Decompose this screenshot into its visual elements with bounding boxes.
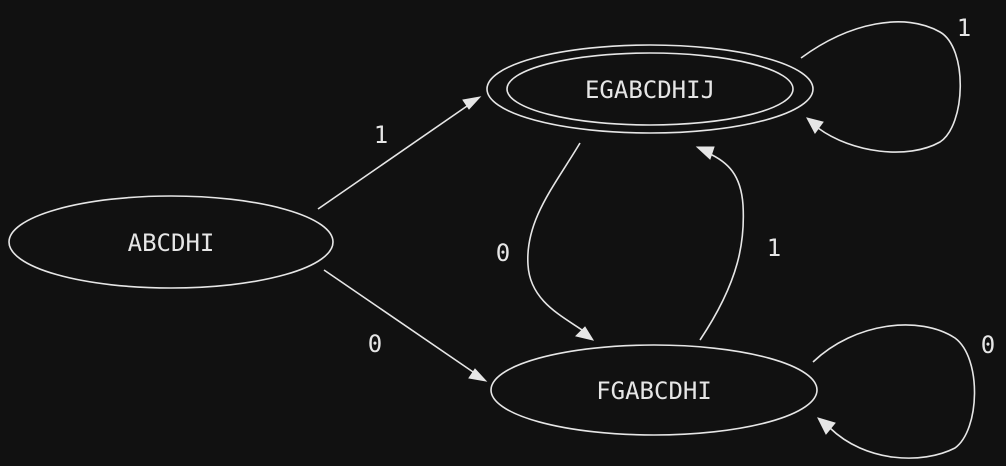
node-start[interactable]: ABCDHI <box>8 195 334 289</box>
edge-other-to-accept-arrowhead <box>695 146 715 160</box>
edge-other-loop-arrowhead <box>817 417 836 435</box>
edge-other-loop-label: 0 <box>981 331 995 359</box>
edge-accept-loop-curve <box>800 21 962 153</box>
edge-accept-to-other-label: 0 <box>496 239 510 267</box>
edge-accept-to-other-arrowhead <box>575 326 595 341</box>
edge-start-to-other-label: 0 <box>368 330 382 358</box>
edge-start-to-accept: 1 <box>317 96 482 210</box>
edge-start-to-accept-label: 1 <box>374 121 388 149</box>
node-other[interactable]: FGABCDHI <box>490 344 818 436</box>
node-start-ellipse <box>8 195 334 289</box>
edge-accept-to-other-curve <box>527 142 583 331</box>
edge-accept-loop-arrowhead <box>806 117 824 134</box>
edge-other-to-accept: 1 <box>695 146 781 341</box>
node-start-label: ABCDHI <box>128 229 215 257</box>
node-other-label: FGABCDHI <box>596 377 712 405</box>
node-accept[interactable]: EGABCDHIJ <box>486 44 814 134</box>
edge-start-to-accept-arrowhead <box>462 96 482 110</box>
node-accept-inner-ellipse <box>506 52 794 126</box>
edge-start-to-other: 0 <box>323 269 488 382</box>
node-other-ellipse <box>490 344 818 436</box>
edge-accept-to-other: 0 <box>496 142 595 341</box>
edge-other-loop-curve <box>812 324 976 459</box>
edge-accept-loop-label: 1 <box>957 14 971 42</box>
edge-accept-loop: 1 <box>800 14 971 153</box>
edge-other-loop: 0 <box>812 324 995 459</box>
edge-other-to-accept-label: 1 <box>767 234 781 262</box>
edge-other-to-accept-curve <box>699 152 745 341</box>
edge-start-to-accept-line <box>317 103 471 210</box>
node-accept-label: EGABCDHIJ <box>585 76 715 104</box>
edge-start-to-other-line <box>323 269 477 375</box>
node-accept-outer-ellipse <box>486 44 814 134</box>
edge-start-to-other-arrowhead <box>468 368 488 382</box>
